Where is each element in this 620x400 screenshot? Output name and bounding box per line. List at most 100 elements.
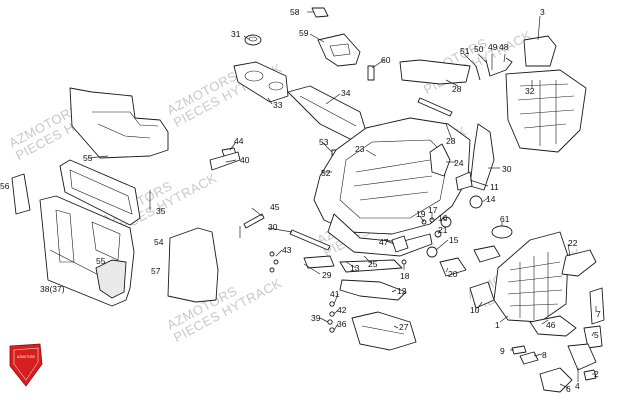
callout-5: 5 xyxy=(594,330,599,340)
panel-24 xyxy=(429,143,451,177)
lens-left xyxy=(303,255,335,269)
side-panel-upper xyxy=(69,87,169,159)
callout-55a: 55 xyxy=(83,153,93,163)
label-58 xyxy=(311,7,329,18)
callout-50: 50 xyxy=(474,44,484,54)
callout-51: 51 xyxy=(460,46,470,56)
bumper-12 xyxy=(339,279,407,301)
screw-18 xyxy=(401,259,407,265)
callout-29: 29 xyxy=(322,270,332,280)
callout-16: 16 xyxy=(438,213,448,223)
front-lip-25 xyxy=(339,259,403,273)
callout-40: 40 xyxy=(240,155,250,165)
callout-9: 9 xyxy=(500,346,505,356)
callout-20: 20 xyxy=(448,269,458,279)
cover-8 xyxy=(519,351,539,365)
callout-15: 15 xyxy=(449,235,459,245)
callout-8: 8 xyxy=(542,350,547,360)
callout-41: 41 xyxy=(330,289,340,299)
body-tub xyxy=(313,117,471,235)
callout-25: 25 xyxy=(368,259,378,269)
callout-7: 7 xyxy=(596,309,601,319)
callout-30a: 30 xyxy=(502,164,512,174)
callout-labels: 58 31 59 60 33 34 44 40 53 52 23 51 50 4… xyxy=(0,7,601,394)
azmotors-logo: AZMOTORS xyxy=(9,343,43,387)
callout-1: 1 xyxy=(495,320,500,330)
callout-28b: 28 xyxy=(446,136,456,146)
bolt-43a xyxy=(269,251,275,257)
callout-58: 58 xyxy=(290,7,300,17)
callout-21: 21 xyxy=(438,225,448,235)
bracket-10 xyxy=(469,281,495,309)
lens-20b xyxy=(473,245,501,263)
skid-27 xyxy=(351,311,417,351)
fender-top-28 xyxy=(399,59,471,85)
callout-22: 22 xyxy=(568,238,578,248)
logo-shield xyxy=(9,343,43,387)
callout-53: 53 xyxy=(319,137,329,147)
callout-23: 23 xyxy=(355,144,365,154)
panel-30-right xyxy=(469,123,495,191)
right-parts xyxy=(399,35,587,239)
lamp-61 xyxy=(491,225,513,239)
bolt-43b xyxy=(273,259,279,265)
callout-34: 34 xyxy=(341,88,351,98)
plate-4 xyxy=(567,343,597,371)
rod-28-lower xyxy=(417,97,453,117)
clip-9 xyxy=(511,345,527,355)
panel-55-lower xyxy=(95,259,127,299)
flap-5 xyxy=(583,325,603,349)
callout-43: 43 xyxy=(282,245,292,255)
lamp-16 xyxy=(440,216,452,228)
callout-12: 12 xyxy=(397,286,407,296)
handle-40 xyxy=(209,151,241,171)
rod-45 xyxy=(243,213,265,229)
callout-57: 57 xyxy=(151,266,161,276)
callout-56: 56 xyxy=(0,181,10,191)
callout-48: 48 xyxy=(499,42,509,52)
callout-27: 27 xyxy=(399,322,409,332)
panel-56 xyxy=(11,173,31,215)
bolt-43c xyxy=(269,267,275,273)
front-grille-group xyxy=(469,231,605,393)
callout-10: 10 xyxy=(470,305,480,315)
callout-49: 49 xyxy=(488,42,498,52)
light-22 xyxy=(561,249,597,277)
bolt-36 xyxy=(329,327,335,333)
callout-33: 33 xyxy=(273,100,283,110)
callout-30b: 30 xyxy=(268,222,278,232)
bolt-41 xyxy=(329,301,335,307)
callout-42: 42 xyxy=(337,305,347,315)
leader-lines xyxy=(225,11,597,389)
callout-61: 61 xyxy=(500,214,510,224)
callout-55b: 55 xyxy=(96,256,106,266)
callout-54: 54 xyxy=(154,237,164,247)
bolt-42 xyxy=(329,311,335,317)
callout-3: 3 xyxy=(540,7,545,17)
callout-60: 60 xyxy=(381,55,391,65)
callout-38-37: 38(37) xyxy=(40,284,65,294)
callout-32: 32 xyxy=(525,86,535,96)
callout-24: 24 xyxy=(454,158,464,168)
callout-35: 35 xyxy=(156,206,166,216)
callout-2: 2 xyxy=(594,369,599,379)
callout-6: 6 xyxy=(566,384,571,394)
callout-14: 14 xyxy=(486,194,496,204)
callout-17: 17 xyxy=(428,205,438,215)
callout-11: 11 xyxy=(490,182,499,192)
rod-30-left xyxy=(289,229,331,251)
logo-text: AZMOTORS xyxy=(17,355,35,359)
grille-1 xyxy=(493,231,569,323)
callout-46: 46 xyxy=(546,320,556,330)
grommet-31 xyxy=(244,34,262,46)
dash-panel-34 xyxy=(287,85,369,143)
callout-18: 18 xyxy=(400,271,410,281)
callout-28a: 28 xyxy=(452,84,462,94)
wiring-51-48 xyxy=(475,57,513,81)
bracket-47 xyxy=(391,235,409,253)
callout-59: 59 xyxy=(299,28,309,38)
cover-3 xyxy=(523,35,557,67)
callout-45: 45 xyxy=(270,202,280,212)
bolt-60 xyxy=(367,65,375,81)
